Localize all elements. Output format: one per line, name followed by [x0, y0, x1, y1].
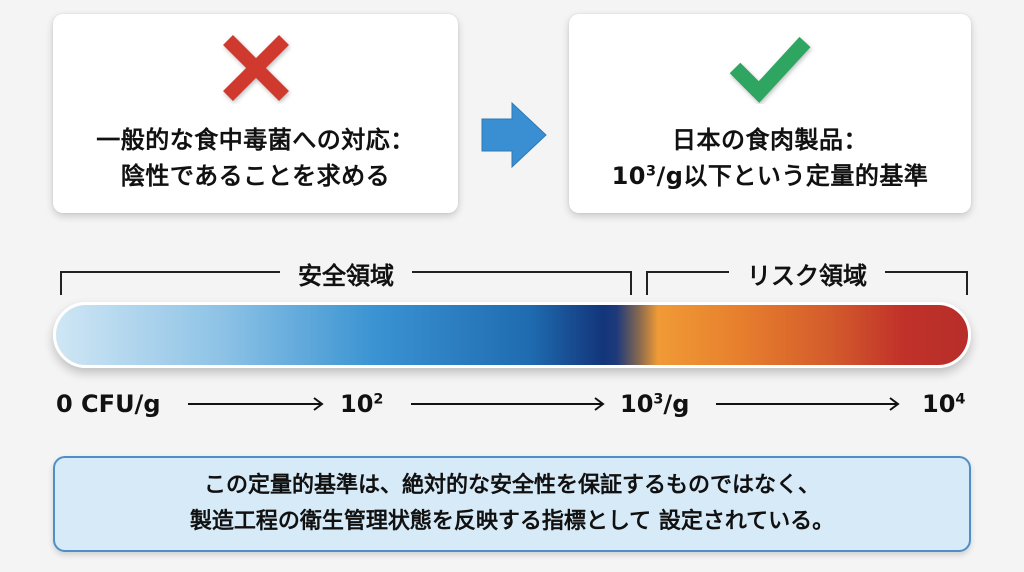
quantitative-standard-line1: 日本の食肉製品：: [672, 126, 868, 154]
tick-1-base: 10: [340, 390, 374, 418]
scale-tick-0: 0 CFU/g: [56, 390, 161, 418]
tick-3-base: 10: [922, 390, 956, 418]
standard-suffix: /g以下という定量的基準: [656, 162, 929, 190]
contamination-gradient-bar: [53, 302, 971, 368]
tick-3-power: 4: [955, 391, 966, 408]
exponent-base: 10: [611, 162, 646, 190]
note-box: この定量的基準は、絶対的な安全性を保証するものではなく、 製造工程の衛生管理状態…: [53, 456, 971, 552]
checkmark-icon: [725, 32, 815, 108]
negative-requirement-card: 一般的な食中毒菌への対応： 陰性であることを求める: [53, 14, 458, 213]
cross-icon: [220, 32, 292, 108]
axis-arrow-icon: [188, 397, 324, 411]
axis-arrow-icon: [716, 397, 900, 411]
axis-arrow-icon: [411, 397, 605, 411]
negative-requirement-line1: 一般的な食中毒菌への対応：: [96, 126, 415, 154]
tick-0-label: 0 CFU/g: [56, 390, 161, 418]
risk-zone-bracket: リスク領域: [646, 256, 968, 295]
note-line2: 製造工程の衛生管理状態を反映する指標として 設定されている。: [189, 509, 835, 534]
arrow-right-icon: [480, 101, 548, 173]
quantitative-standard-text: 日本の食肉製品： 103/g以下という定量的基準: [569, 122, 971, 194]
safe-zone-bracket: 安全領域: [60, 256, 632, 295]
tick-2-unit: /g: [663, 390, 690, 418]
negative-requirement-text: 一般的な食中毒菌への対応： 陰性であることを求める: [53, 122, 458, 194]
tick-1-power: 2: [373, 391, 384, 408]
scale-tick-2: 103/g: [620, 390, 689, 418]
quantitative-standard-line2: 103/g以下という定量的基準: [569, 158, 971, 194]
quantitative-standard-card: 日本の食肉製品： 103/g以下という定量的基準: [569, 14, 971, 213]
tick-2-base: 10: [620, 390, 654, 418]
negative-requirement-line2: 陰性であることを求める: [120, 162, 391, 190]
exponent-power: 3: [645, 163, 657, 180]
note-line1: この定量的基準は、絶対的な安全性を保証するものではなく、: [203, 473, 820, 498]
safe-zone-label: 安全領域: [280, 256, 412, 291]
tick-2-power: 3: [653, 391, 664, 408]
scale-tick-1: 102: [340, 390, 383, 418]
risk-zone-label: リスク領域: [729, 256, 885, 291]
scale-tick-3: 104: [922, 390, 965, 418]
